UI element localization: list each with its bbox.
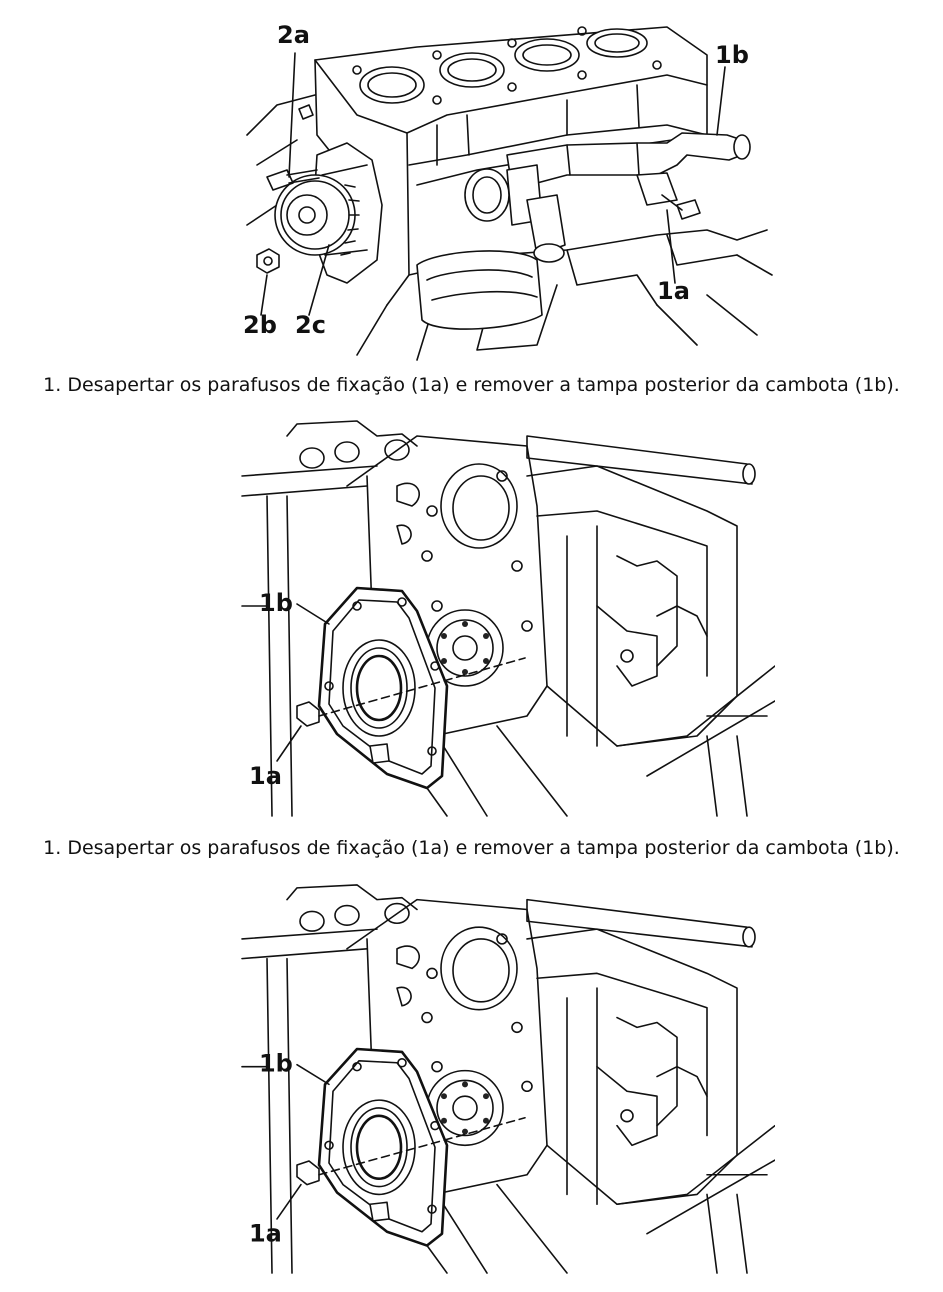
- callout-2a: 2a: [277, 21, 310, 49]
- callout-1a: 1a: [249, 1220, 282, 1248]
- callout-1b: 1b: [715, 41, 749, 69]
- callout-2b: 2b: [243, 311, 277, 339]
- callout-2c: 2c: [295, 311, 326, 339]
- callout-1b: 1b: [259, 1050, 293, 1078]
- figure-engine-block-water-pump: 2a 1b 2b 2c 1a: [237, 15, 775, 365]
- rear-crankshaft-cover-illustration-repeat: 1b 1a: [241, 884, 775, 1274]
- caption-2: 1. Desapertar os parafusos de fixação (1…: [43, 837, 900, 859]
- caption-1: 1. Desapertar os parafusos de fixação (1…: [43, 374, 900, 396]
- engine-block-illustration: 2a 1b 2b 2c 1a: [243, 21, 773, 361]
- figure-rear-crankshaft-cover: 1b 1a: [237, 416, 775, 818]
- callout-1b: 1b: [259, 589, 293, 617]
- rear-crankshaft-cover-illustration: 1b 1a: [241, 420, 775, 817]
- callout-1a: 1a: [249, 762, 282, 790]
- callout-1a: 1a: [657, 277, 690, 305]
- figure-rear-crankshaft-cover-repeat: 1b 1a: [237, 880, 775, 1275]
